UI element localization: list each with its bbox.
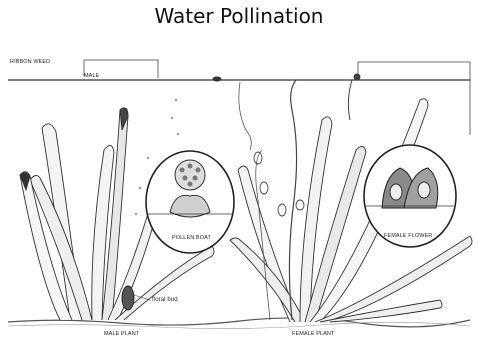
pollen-boat-label: POLLEN BOAT	[172, 235, 211, 241]
female-flower-inset	[364, 145, 456, 247]
female-flower-label: FEMALE FLOWER	[384, 233, 432, 239]
female-peduncle	[289, 80, 296, 320]
male-flower-label: MALE	[84, 73, 99, 79]
ribbon-weed-label: RIBBON WEED	[10, 59, 50, 65]
floral-bud-label: floral bud	[152, 297, 178, 303]
male-plant-label: MALE PLANT	[104, 331, 139, 337]
female-plant-label: FEMALE PLANT	[292, 331, 334, 337]
floral-bud	[122, 286, 134, 310]
